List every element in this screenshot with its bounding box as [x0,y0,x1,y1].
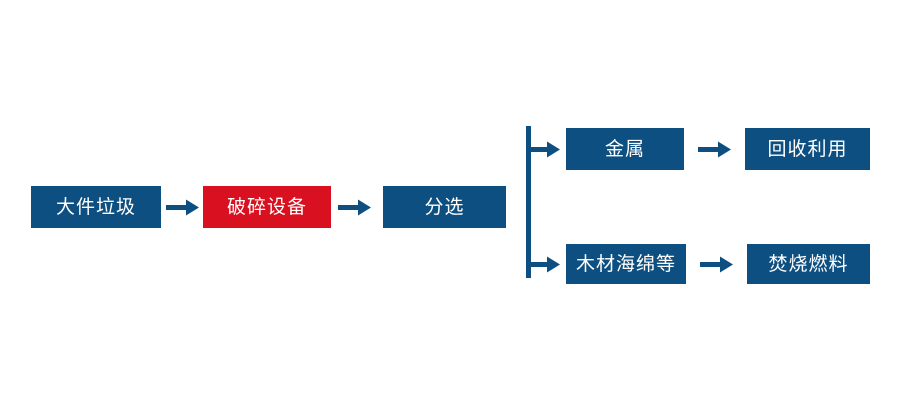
arrow-right-icon [338,197,372,218]
node-sorting: 分选 [383,186,506,228]
node-recycling: 回收利用 [745,128,870,170]
node-fuel: 焚烧燃料 [747,244,870,284]
node-metal: 金属 [566,128,684,170]
node-crusher: 破碎设备 [203,186,331,228]
arrow-right-icon [700,254,734,275]
node-bulky-waste: 大件垃圾 [31,186,161,228]
arrow-right-icon [166,197,200,218]
node-wood-sponge: 木材海绵等 [566,244,686,284]
arrow-right-icon [698,139,732,160]
branch-split-icon [520,120,570,290]
